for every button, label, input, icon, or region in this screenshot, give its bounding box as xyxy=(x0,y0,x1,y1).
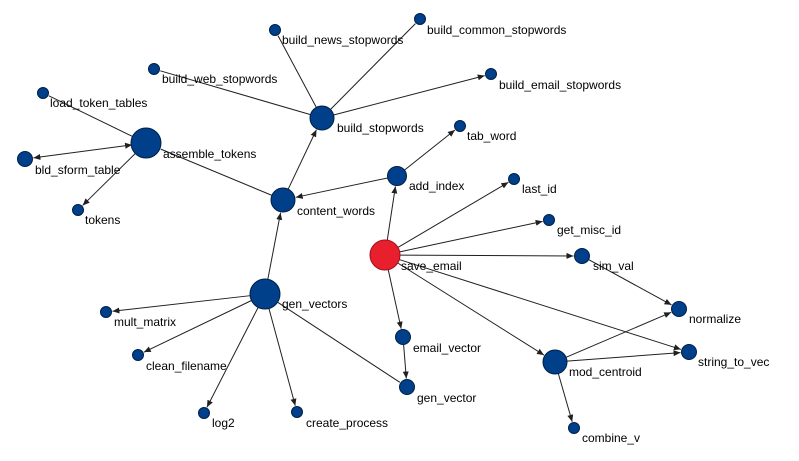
edge-save_email-to-add_index xyxy=(386,186,398,241)
node-build-news-stopwords[interactable] xyxy=(269,24,281,36)
edge-email_vector-to-gen_vector xyxy=(402,344,409,379)
node-label-email-vector: email_vector xyxy=(413,341,481,355)
edge-gen_vectors-to-log2 xyxy=(206,307,259,408)
node-label-sim-val: sim_val xyxy=(593,259,634,273)
node-assemble-tokens[interactable] xyxy=(130,127,162,159)
edge-assemble_tokens-to-bld_sform_table xyxy=(33,142,133,160)
node-create-process[interactable] xyxy=(291,406,303,418)
edge-assemble_tokens-to-tokens xyxy=(82,153,136,206)
node-tab-word[interactable] xyxy=(454,120,466,132)
edge-gen_vectors-to-gen_vector xyxy=(277,301,401,383)
node-label-build-email-stopwords: build_email_stopwords xyxy=(499,78,621,92)
edges-layer xyxy=(33,23,682,422)
node-build-email-stopwords[interactable] xyxy=(485,68,497,80)
edge-mod_centroid-to-string_to_vec xyxy=(566,350,681,362)
node-label-add-index: add_index xyxy=(409,179,464,193)
node-label-gen-vectors: gen_vectors xyxy=(282,297,347,311)
node-label-build-web-stopwords: build_web_stopwords xyxy=(162,72,277,86)
node-get-misc-id[interactable] xyxy=(543,214,555,226)
edge-mod_centroid-to-combine_v xyxy=(557,373,574,422)
node-content-words[interactable] xyxy=(270,187,296,213)
node-label-create-process: create_process xyxy=(306,416,388,430)
node-log2[interactable] xyxy=(198,407,210,419)
node-label-build-news-stopwords: build_news_stopwords xyxy=(282,33,403,47)
node-label-clean-filename: clean_filename xyxy=(146,359,227,373)
edge-add_index-to-content_words xyxy=(295,177,388,199)
edge-save_email-to-get_misc_id xyxy=(399,219,543,253)
edge-assemble_tokens-to-load_token_tables xyxy=(48,95,133,137)
node-label-load-token-tables: load_token_tables xyxy=(50,96,147,110)
node-label-tokens: tokens xyxy=(85,213,120,227)
node-tokens[interactable] xyxy=(72,204,84,216)
node-string-to-vec[interactable] xyxy=(681,344,697,360)
node-bld-sform-table[interactable] xyxy=(17,151,33,167)
node-label-content-words: content_words xyxy=(297,204,375,218)
edge-content_words-to-build_stopwords xyxy=(287,129,317,190)
node-gen-vectors[interactable] xyxy=(249,278,281,310)
node-label-bld-sform-table: bld_sform_table xyxy=(35,163,121,177)
node-label-log2: log2 xyxy=(212,416,235,430)
node-sim-val[interactable] xyxy=(574,248,590,264)
node-normalize[interactable] xyxy=(671,301,687,317)
edge-build_stopwords-to-build_news_stopwords xyxy=(277,35,317,108)
node-label-last-id: last_id xyxy=(522,182,557,196)
node-label-build-stopwords: build_stopwords xyxy=(337,121,424,135)
edge-sim_val-to-normalize xyxy=(588,259,672,306)
edge-save_email-to-email_vector xyxy=(387,269,403,329)
node-label-assemble-tokens: assemble_tokens xyxy=(163,147,256,161)
node-save-email[interactable] xyxy=(369,239,401,271)
edge-gen_vectors-to-create_process xyxy=(268,308,297,406)
edge-save_email-to-last_id xyxy=(397,181,509,248)
node-build-web-stopwords[interactable] xyxy=(148,63,160,75)
node-mod-centroid[interactable] xyxy=(542,349,568,375)
node-last-id[interactable] xyxy=(508,173,520,185)
node-label-save-email: save_email xyxy=(401,259,462,273)
node-add-index[interactable] xyxy=(387,166,407,186)
edge-save_email-to-sim_val xyxy=(399,252,574,259)
node-build-common-stopwords[interactable] xyxy=(414,13,426,25)
node-gen-vector[interactable] xyxy=(399,379,415,395)
node-label-mult-matrix: mult_matrix xyxy=(114,315,176,329)
edge-save_email-to-mod_centroid xyxy=(397,262,545,356)
edge-content_words-to-assemble_tokens xyxy=(160,148,273,196)
edge-build_stopwords-to-build_email_stopwords xyxy=(333,74,485,116)
edge-gen_vectors-to-clean_filename xyxy=(143,300,252,353)
edge-gen_vectors-to-content_words xyxy=(267,212,283,280)
edge-save_email-to-string_to_vec xyxy=(399,259,682,351)
nodes-layer xyxy=(17,13,697,434)
edge-build_stopwords-to-build_web_stopwords xyxy=(160,70,311,116)
node-combine-v[interactable] xyxy=(568,422,580,434)
edge-gen_vectors-to-mult_matrix xyxy=(112,295,251,314)
node-label-string-to-vec: string_to_vec xyxy=(698,355,769,369)
labels-layer: build_news_stopwords build_common_stopwor… xyxy=(35,23,769,445)
node-clean-filename[interactable] xyxy=(132,349,144,361)
node-label-tab-word: tab_word xyxy=(467,129,516,143)
node-label-build-common-stopwords: build_common_stopwords xyxy=(427,23,566,37)
edge-add_index-to-tab_word xyxy=(404,129,456,171)
node-mult-matrix[interactable] xyxy=(100,306,112,318)
node-label-combine-v: combine_v xyxy=(582,431,640,445)
node-build-stopwords[interactable] xyxy=(309,105,335,131)
node-label-get-misc-id: get_misc_id xyxy=(557,223,621,237)
edge-build_stopwords-to-build_common_stopwords xyxy=(330,23,416,110)
edge-mod_centroid-to-normalize xyxy=(565,311,672,358)
node-label-gen-vector: gen_vector xyxy=(417,391,476,405)
node-email-vector[interactable] xyxy=(395,329,411,345)
node-label-mod-centroid: mod_centroid xyxy=(569,365,642,379)
node-load-token-tables[interactable] xyxy=(37,87,49,99)
node-label-normalize: normalize xyxy=(689,312,741,326)
